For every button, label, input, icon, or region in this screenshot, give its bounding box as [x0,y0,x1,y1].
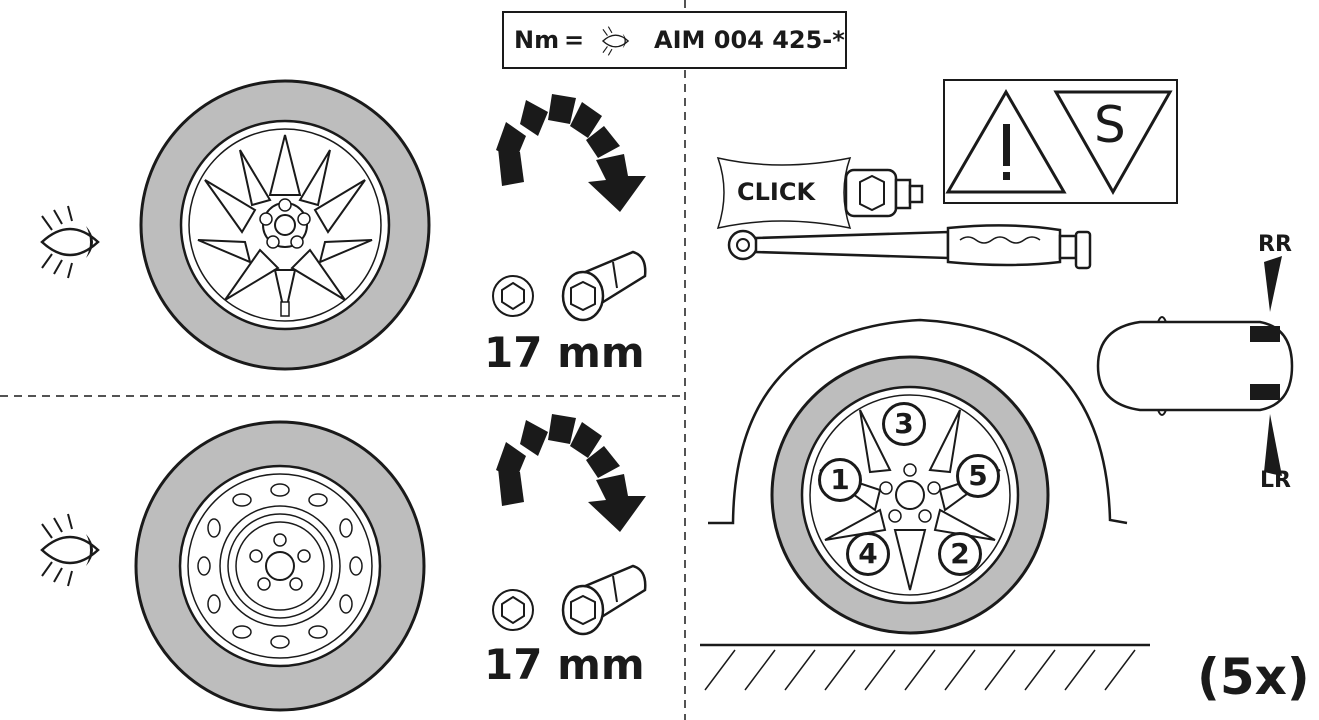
repeat-count-label: (5x) [1197,648,1310,706]
eye-icon [601,26,630,56]
rotation-arrow-icon [496,94,646,212]
s-triangle-icon [1053,90,1173,196]
steel-wheel [134,420,426,712]
torque-reference: AIM 004 425-* [654,26,845,54]
socket-icon [491,564,647,636]
socket-icon [491,250,647,322]
pointer-arrow-icon [1264,414,1282,476]
sequence-number: 5 [956,454,1000,498]
sequence-number: 2 [938,532,982,576]
pointer-arrow-icon [1264,256,1282,312]
socket-size-label: 17 mm [484,640,645,689]
rear-right-label: RR [1258,232,1292,257]
sequence-number: 3 [882,402,926,446]
click-label: CLICK [737,178,816,206]
rotation-arrow-icon [496,414,646,532]
eye-icon [40,204,100,280]
torque-spec-box: Nm = AIM 004 425-* [502,11,847,69]
car-top-view [1096,256,1294,476]
ground-surface [700,643,1150,691]
alloy-wheel [139,79,431,371]
mounted-wheel [708,318,1128,635]
torque-unit: Nm [514,26,560,54]
left-rear-label: LR [1260,468,1291,493]
sequence-number: 4 [846,532,890,576]
warning-triangle-icon [945,89,1067,194]
socket-size-label: 17 mm [484,328,645,377]
torque-equals: = [564,26,585,54]
sequence-number: 1 [818,458,862,502]
socket-adapter-icon [844,168,924,218]
s-triangle-letter: S [1094,96,1126,154]
torque-wrench-icon [727,224,1092,270]
click-bubble [716,156,852,230]
eye-icon [40,512,100,588]
